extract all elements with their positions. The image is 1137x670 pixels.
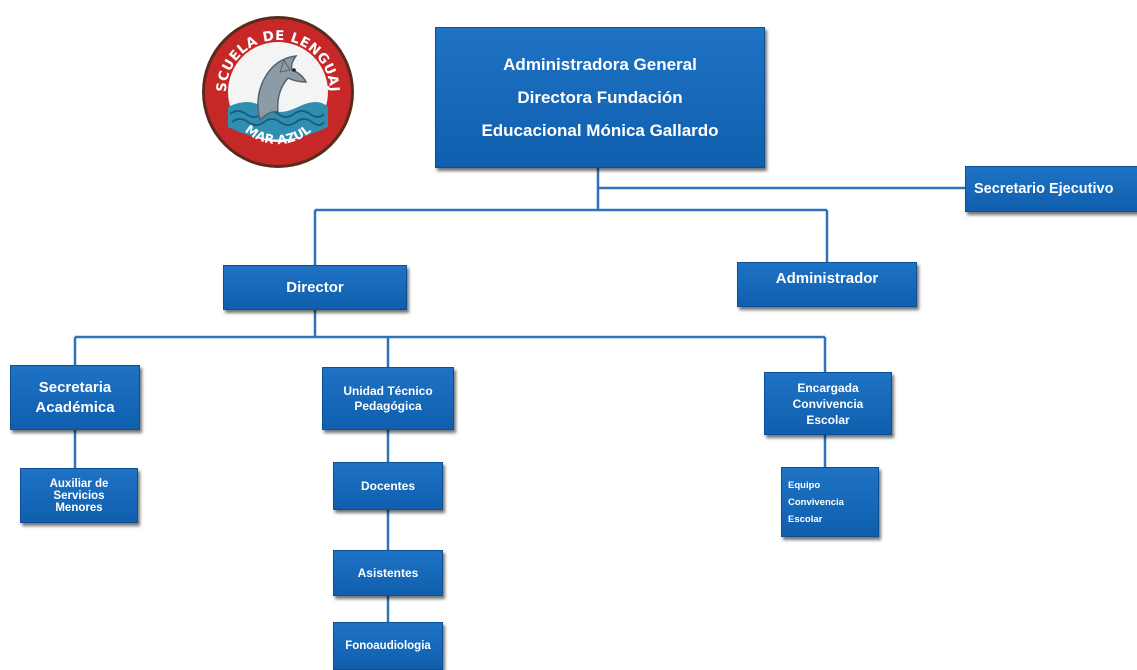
box-label: Escolar [788,513,823,525]
box-label: Administrador [775,270,879,287]
technical-pedagogical-unit-box: Unidad Técnico Pedagógica [322,367,454,430]
coexistence-team-box: Equipo Convivencia Escolar [781,467,879,537]
dolphin-icon [257,55,308,122]
box-label: Unidad Técnico [343,383,433,398]
box-label: Secretaria [38,378,112,396]
box-label: Asistentes [357,566,419,580]
box-label: Fonoaudiologia [345,640,431,652]
box-label: Convivencia [788,496,844,508]
box-label: Servicios [53,489,105,502]
administrator-box: Administrador [737,262,917,307]
academic-secretary-box: Secretaria Académica [10,365,140,430]
box-label: Director [286,279,344,296]
box-label: Secretario Ejecutivo [974,181,1114,197]
box-label: Escolar [806,412,850,427]
box-label: Docentes [360,479,416,493]
general-administrator-box: Administradora General Directora Fundaci… [435,27,765,168]
coexistence-lead-box: Encargada Convivencia Escolar [764,372,892,435]
box-label: Encargada [797,380,859,395]
box-label: Administradora General [503,55,697,74]
box-label: Académica [35,398,115,416]
box-label: Menores [55,501,103,514]
minor-services-assistant-box: Auxiliar de Servicios Menores [20,468,138,523]
box-label: Pedagógica [354,398,422,413]
box-label: Educacional Mónica Gallardo [481,121,719,140]
executive-secretary-box: Secretario Ejecutivo [965,166,1137,212]
director-box: Director [223,265,407,310]
box-label: Directora Fundación [517,88,683,107]
box-label: Convivencia [792,396,864,411]
school-logo: ESCUELA DE LENGUAJE MAR AZUL [198,12,354,168]
box-label: Equipo [788,479,821,491]
teachers-box: Docentes [333,462,443,510]
box-label: Auxiliar de [49,477,109,490]
speech-therapy-box: Fonoaudiologia [333,622,443,670]
assistants-box: Asistentes [333,550,443,596]
